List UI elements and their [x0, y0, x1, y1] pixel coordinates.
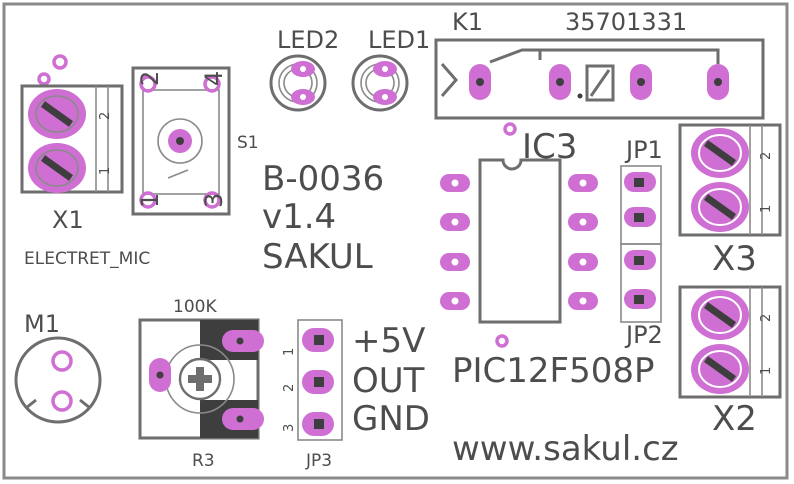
mic-m1: M1: [14, 310, 102, 424]
trimmer-r3: 100K R3: [138, 297, 264, 471]
board-brand: SAKUL: [262, 237, 373, 277]
relay-k1: K1 35701331: [434, 8, 765, 120]
s1-pin-4: 4: [200, 71, 228, 86]
x1-pin-2: 2: [98, 112, 113, 120]
jp3-label: JP3: [305, 451, 332, 471]
relay-ref: K1: [452, 8, 483, 36]
x3-pin-1: 1: [759, 205, 774, 213]
mic-label: ELECTRET_MIC: [24, 249, 150, 269]
ic3-part: PIC12F508P: [452, 351, 655, 391]
x1-via-top: [52, 54, 68, 70]
x1-pin-1: 1: [98, 167, 113, 175]
r3-label: R3: [192, 451, 215, 471]
x3-pin-2: 2: [759, 152, 774, 160]
s1-label: S1: [237, 133, 259, 153]
jumper-jp1: JP1: [620, 136, 663, 245]
terminal-x2: 2 1 X2: [678, 285, 782, 439]
led2-label: LED2: [277, 26, 339, 54]
x1-label: X1: [52, 206, 84, 234]
website-url: www.sakul.cz: [452, 429, 679, 469]
x3-label: X3: [712, 239, 757, 279]
jp3-signal-gnd: GND: [352, 399, 430, 439]
terminal-x3: 2 1 X3: [678, 123, 782, 279]
s1-pad-3: [203, 191, 221, 209]
jp3-pin-1: 1: [282, 348, 297, 356]
board-version: v1.4: [262, 197, 336, 237]
switch-s1: 2 4 1 3 S1: [131, 66, 259, 216]
jp1-label: JP1: [624, 136, 663, 164]
jp3-pin-3: 3: [282, 424, 297, 432]
jp2-label: JP2: [624, 321, 663, 349]
led1-label: LED1: [368, 26, 430, 54]
jp3-signal-out: OUT: [352, 361, 425, 401]
s1-pad-4: [203, 75, 221, 93]
led2: LED2: [269, 26, 339, 112]
led1: LED1: [351, 26, 430, 112]
jumper-jp2: JP2: [620, 243, 663, 349]
s1-pin-3: 3: [200, 193, 228, 208]
ic3: IC3 PIC12F508P: [440, 122, 655, 391]
x2-pin-2: 2: [759, 314, 774, 322]
s1-pad-1: [139, 191, 157, 209]
x2-pin-1: 1: [759, 367, 774, 375]
m1-pad-2: [51, 390, 73, 412]
board-outline: [2, 2, 789, 480]
s1-pin-1: 1: [136, 193, 164, 208]
x2-label: X2: [712, 399, 757, 439]
jp3-signal-5v: +5V: [352, 321, 425, 361]
jp3-pin-2: 2: [282, 384, 297, 392]
header-jp3: 1 2 3 +5V OUT GND JP3: [282, 319, 430, 471]
s1-pin-2: 2: [136, 71, 164, 86]
s1-pad-2: [139, 75, 157, 93]
m1-label: M1: [24, 310, 60, 338]
terminal-x1: 2 1 X1: [20, 54, 124, 234]
r3-value: 100K: [173, 297, 217, 317]
relay-part-number: 35701331: [565, 8, 687, 36]
board-id: B-0036: [262, 159, 384, 199]
m1-pad-1: [51, 350, 73, 372]
